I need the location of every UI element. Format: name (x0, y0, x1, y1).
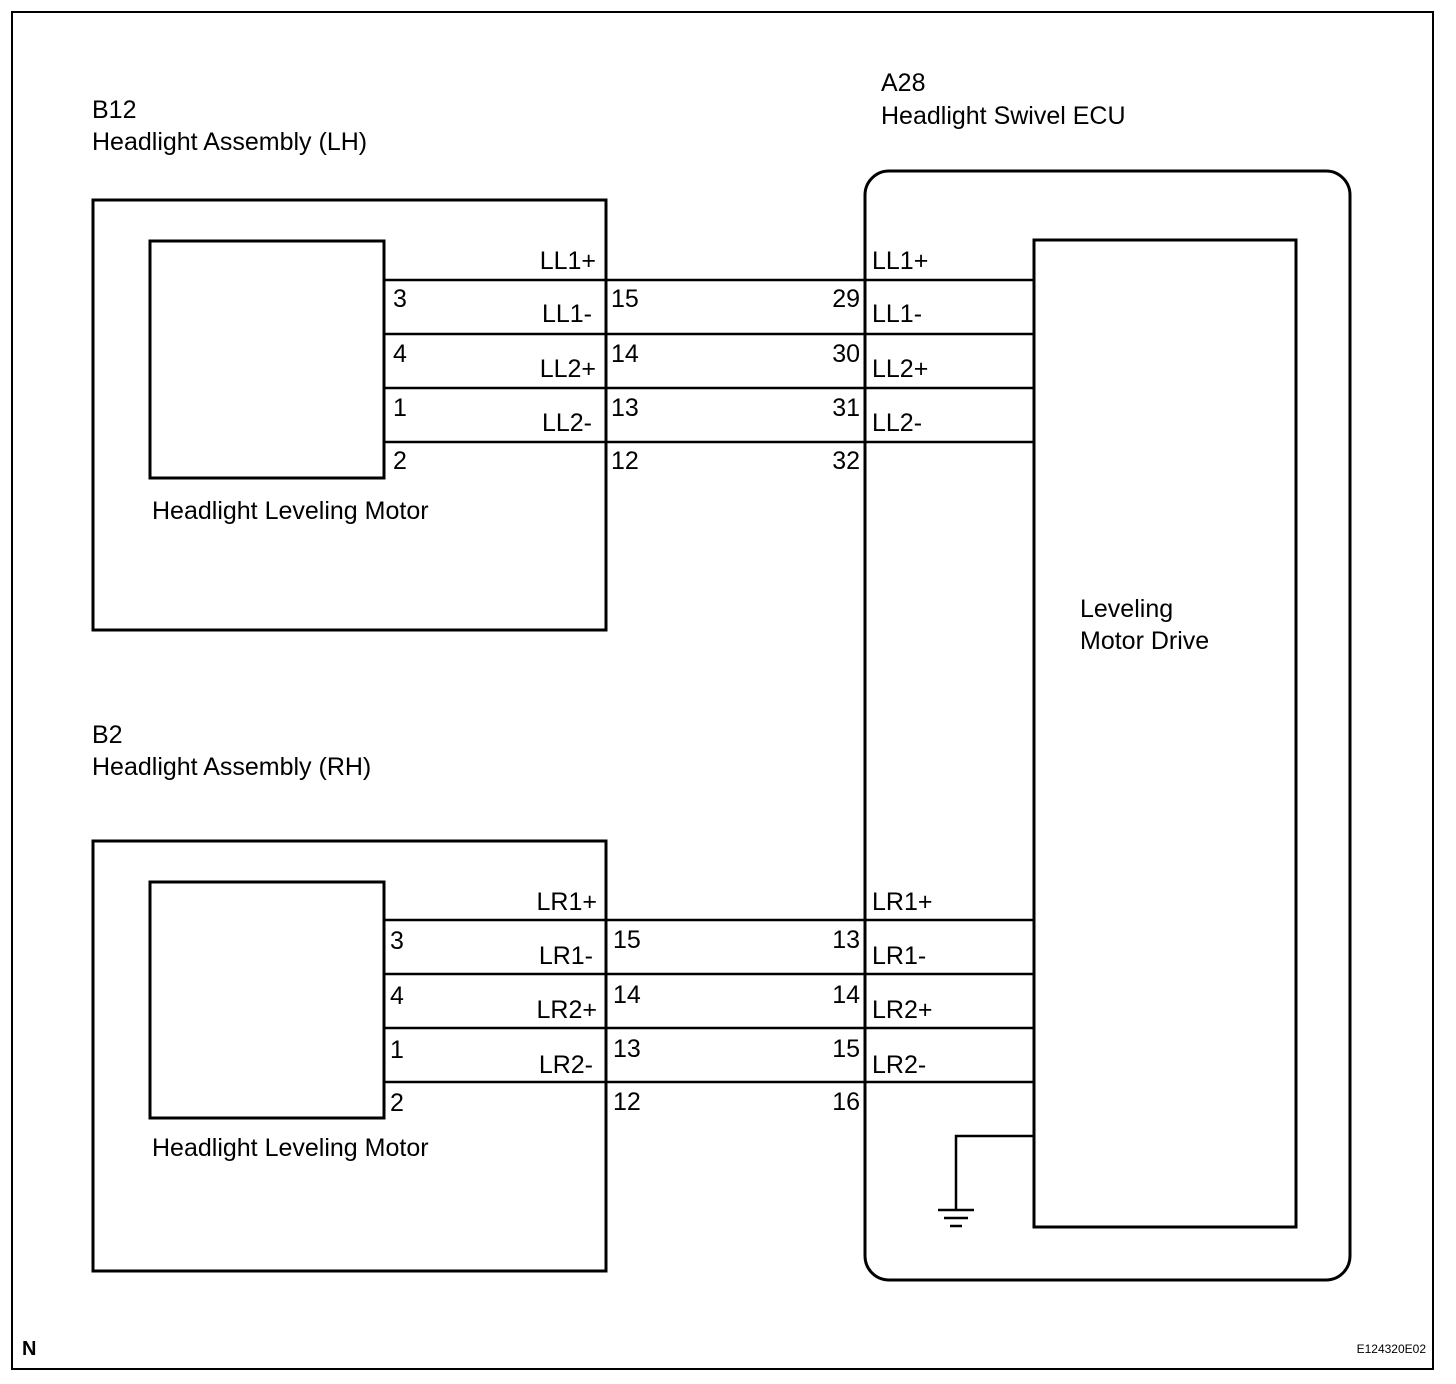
lh-motor-box (148, 239, 386, 480)
lh-motor-pin: 2 (393, 447, 407, 475)
ecu-signal-label: LR1- (872, 942, 926, 970)
lh-connector-pin: 13 (611, 394, 639, 422)
rh-connector-pin: 15 (613, 926, 641, 954)
ecu-signal-label: LR2- (872, 1051, 926, 1079)
corner-letter: N (22, 1338, 36, 1360)
lh-motor-pin: 3 (393, 285, 407, 313)
rh-motor-pin: 1 (390, 1036, 404, 1064)
rh-motor-box (148, 880, 386, 1120)
rh-assembly-title: Headlight Assembly (RH) (92, 753, 371, 781)
lh-assembly-code: B12 (92, 96, 136, 124)
ecu-signal-label: LR1+ (872, 888, 932, 916)
ecu-signal-label: LL1+ (872, 247, 928, 275)
ecu-pin: 29 (832, 285, 860, 313)
ecu-signal-label: LL2- (872, 409, 922, 437)
ecu-signal-label: LR2+ (872, 996, 932, 1024)
leveling-motor-drive-box (1032, 238, 1298, 1229)
rh-signal-label: LR1- (539, 942, 593, 970)
lh-motor-label: Headlight Leveling Motor (152, 497, 429, 525)
lh-connector-pin: 15 (611, 285, 639, 313)
ecu-pin: 16 (832, 1088, 860, 1116)
lh-signal-label: LL2- (542, 409, 592, 437)
ecu-pin: 15 (832, 1035, 860, 1063)
ecu-box (863, 169, 1352, 1282)
lh-assembly-title: Headlight Assembly (LH) (92, 128, 367, 156)
rh-motor-pin: 4 (390, 982, 404, 1010)
rh-connector-pin: 13 (613, 1035, 641, 1063)
rh-signal-label: LR2- (539, 1051, 593, 1079)
ecu-pin: 13 (832, 926, 860, 954)
ecu-title: Headlight Swivel ECU (881, 102, 1126, 130)
rh-signal-label: LR2+ (537, 996, 597, 1024)
lh-motor-pin: 4 (393, 340, 407, 368)
lh-connector-pin: 14 (611, 340, 639, 368)
ecu-pin: 14 (832, 981, 860, 1009)
rh-connector-pin: 12 (613, 1088, 641, 1116)
lh-wires (384, 278, 1034, 444)
lh-signal-label: LL2+ (540, 355, 596, 383)
leveling-motor-drive-label: Motor Drive (1080, 627, 1209, 655)
rh-signal-label: LR1+ (537, 888, 597, 916)
ecu-signal-label: LL2+ (872, 355, 928, 383)
ecu-pin: 30 (832, 340, 860, 368)
ecu-code: A28 (881, 69, 925, 97)
rh-motor-pin: 3 (390, 927, 404, 955)
leveling-motor-drive-label: Leveling (1080, 595, 1173, 623)
lh-signal-label: LL1- (542, 300, 592, 328)
rh-assembly-box (91, 839, 608, 1273)
rh-assembly-code: B2 (92, 721, 123, 749)
ecu-signal-label: LL1- (872, 300, 922, 328)
lh-assembly-box (91, 198, 608, 632)
lh-signal-label: LL1+ (540, 247, 596, 275)
figure-code: E124320E02 (1357, 1342, 1427, 1356)
lh-connector-pin: 12 (611, 447, 639, 475)
ground-icon (938, 1134, 1034, 1228)
ecu-pin: 32 (832, 447, 860, 475)
lh-motor-pin: 1 (393, 394, 407, 422)
outer-frame (11, 11, 1434, 1370)
rh-connector-pin: 14 (613, 981, 641, 1009)
rh-wires (384, 918, 1034, 1084)
rh-motor-label: Headlight Leveling Motor (152, 1134, 429, 1162)
ecu-pin: 31 (832, 394, 860, 422)
rh-motor-pin: 2 (390, 1089, 404, 1117)
